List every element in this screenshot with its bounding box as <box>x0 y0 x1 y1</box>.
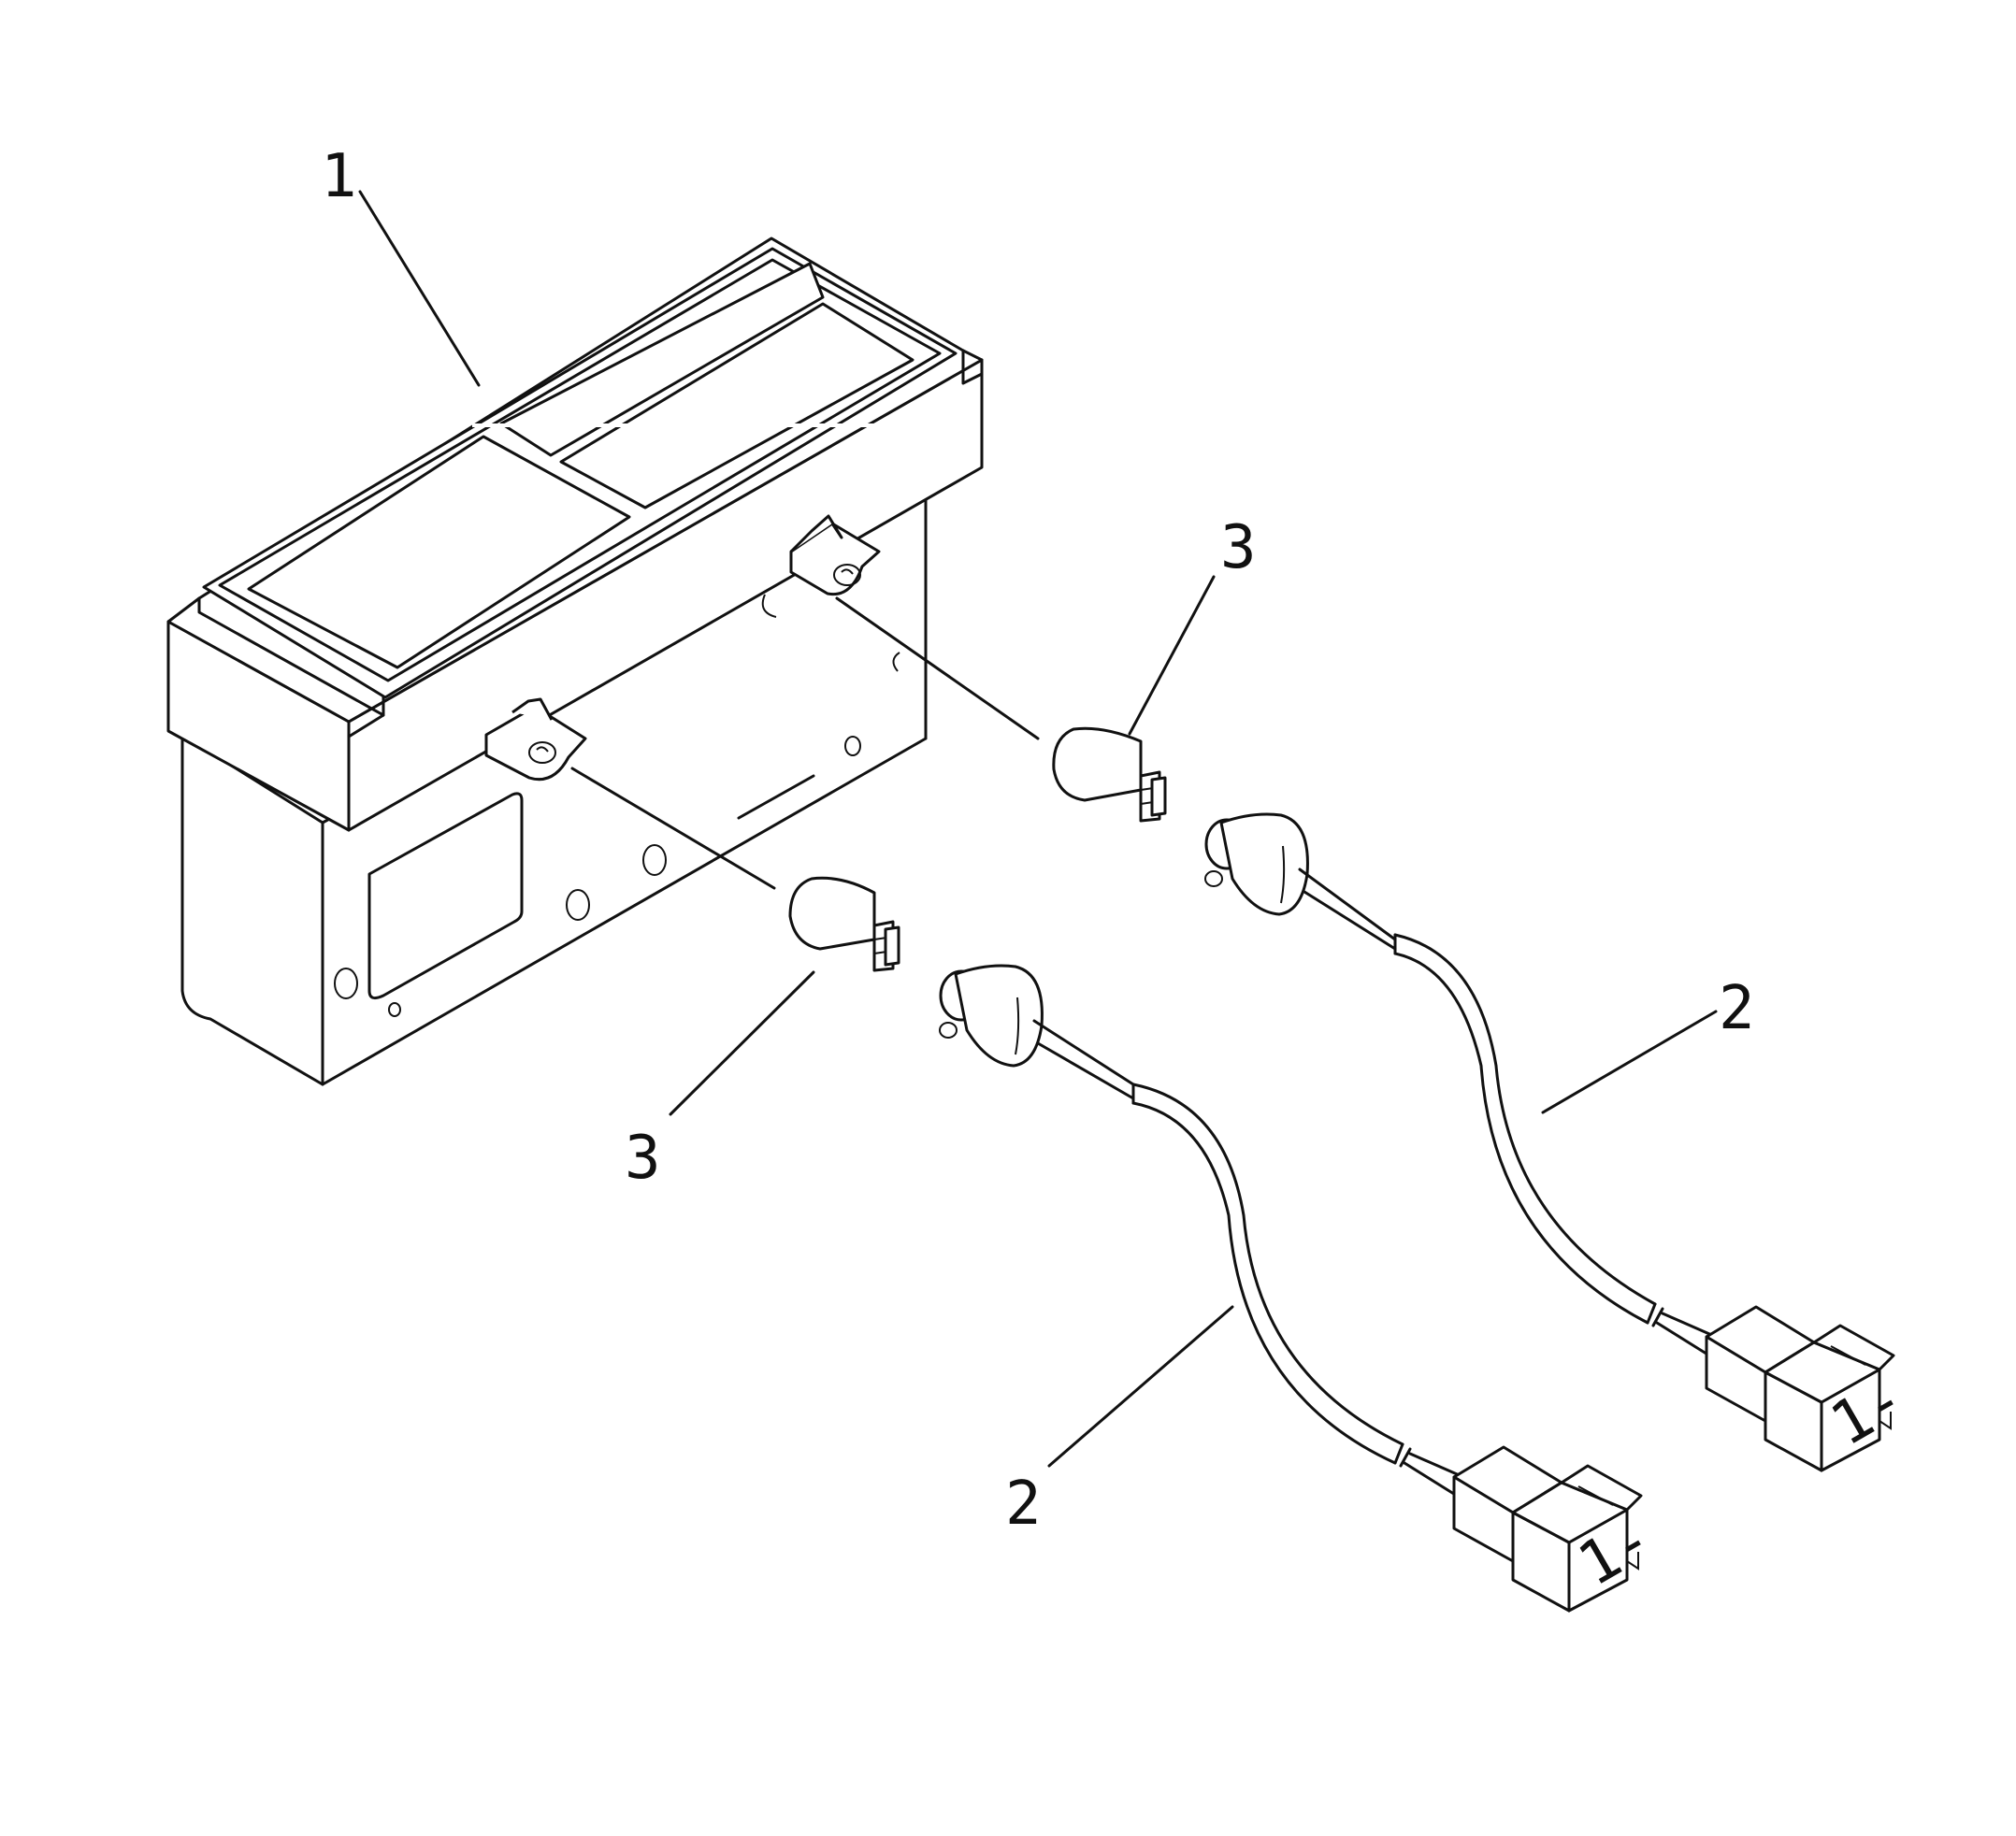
callout-2-upper: 2 <box>1541 974 1755 1114</box>
callout-label-bulb-upper: 3 <box>1220 513 1257 582</box>
harness-lower: 1- <box>939 964 1664 1613</box>
callout-label-harness-upper: 2 <box>1719 974 1755 1043</box>
bulb-upper <box>835 596 1167 823</box>
callout-label-housing: 1 <box>321 142 357 211</box>
housing-part <box>166 237 984 1086</box>
harness-upper: 1- <box>1204 812 1917 1472</box>
callout-1: 1 <box>321 142 481 387</box>
callout-label-harness-lower: 2 <box>1005 1470 1042 1539</box>
callout-2-lower: 2 <box>1005 1305 1234 1539</box>
bulb-lower <box>570 767 900 972</box>
callout-3-upper: 3 <box>1128 513 1257 736</box>
callout-3-lower: 3 <box>625 970 815 1193</box>
callout-label-bulb-lower: 3 <box>625 1124 661 1193</box>
